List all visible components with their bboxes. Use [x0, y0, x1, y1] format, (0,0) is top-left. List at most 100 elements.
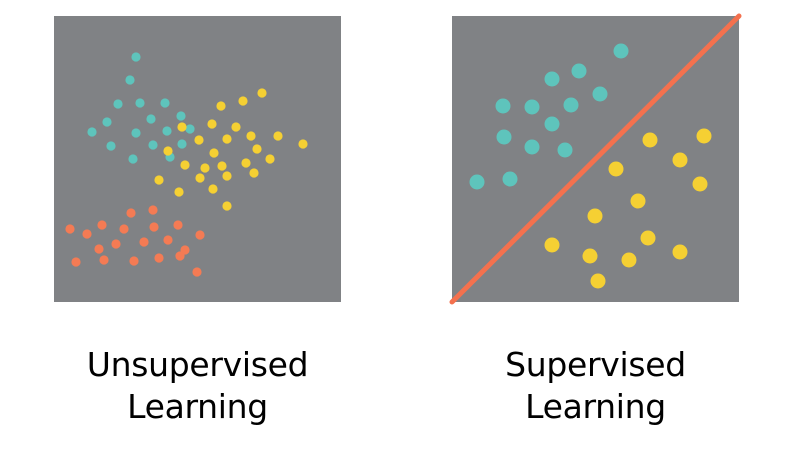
- data-point: [249, 168, 259, 178]
- data-point: [495, 98, 511, 114]
- data-point: [94, 244, 104, 254]
- caption-supervised-learning: Supervised Learning: [432, 344, 759, 428]
- data-point: [544, 71, 560, 87]
- data-point: [97, 220, 107, 230]
- data-point: [222, 171, 232, 181]
- data-point: [200, 163, 210, 173]
- data-point: [592, 86, 608, 102]
- data-point: [162, 126, 172, 136]
- cluster-teal-class: [469, 43, 629, 190]
- data-point: [128, 154, 138, 164]
- data-point: [146, 114, 156, 124]
- data-point: [231, 122, 241, 132]
- data-point: [173, 220, 183, 230]
- data-point: [106, 141, 116, 151]
- data-point: [582, 248, 598, 264]
- data-point: [590, 273, 606, 289]
- data-point: [557, 142, 573, 158]
- cluster-yellow-class: [544, 128, 712, 289]
- data-point: [469, 174, 485, 190]
- data-point: [640, 230, 656, 246]
- data-point: [87, 127, 97, 137]
- data-point: [502, 171, 518, 187]
- data-point: [177, 122, 187, 132]
- data-point: [148, 205, 158, 215]
- caption-unsupervised-learning: Unsupervised Learning: [34, 344, 361, 428]
- data-point: [180, 160, 190, 170]
- data-point: [209, 148, 219, 158]
- data-point: [692, 176, 708, 192]
- data-point: [571, 63, 587, 79]
- data-point: [195, 173, 205, 183]
- panel-supervised-learning: [449, 13, 742, 305]
- data-point: [238, 96, 248, 106]
- data-point: [207, 119, 217, 129]
- decision-boundary-line: [449, 13, 742, 305]
- data-point: [71, 257, 81, 267]
- data-point: [131, 128, 141, 138]
- data-point: [119, 224, 129, 234]
- data-point: [111, 239, 121, 249]
- data-point: [608, 161, 624, 177]
- data-point: [587, 208, 603, 224]
- data-point: [630, 193, 646, 209]
- data-point: [174, 187, 184, 197]
- data-point: [148, 140, 158, 150]
- caption-supervised-line-1: Supervised: [505, 345, 686, 384]
- data-point: [139, 237, 149, 247]
- data-point: [125, 75, 135, 85]
- data-point: [298, 139, 308, 149]
- data-point: [195, 230, 205, 240]
- data-point: [222, 134, 232, 144]
- data-point: [163, 235, 173, 245]
- cluster-teal-cluster: [87, 52, 195, 164]
- data-point: [222, 201, 232, 211]
- data-point: [216, 101, 226, 111]
- data-point: [265, 154, 275, 164]
- data-point: [160, 98, 170, 108]
- data-point: [246, 131, 256, 141]
- unsupervised-scatter-plot: [65, 52, 308, 277]
- data-point: [113, 99, 123, 109]
- cluster-yellow-cluster: [154, 88, 308, 211]
- data-point: [257, 88, 267, 98]
- data-point: [672, 152, 688, 168]
- data-point: [185, 124, 195, 134]
- data-point: [672, 244, 688, 260]
- supervised-scatter-plot: [449, 13, 742, 305]
- data-point: [524, 99, 540, 115]
- data-point: [129, 256, 139, 266]
- data-point: [621, 252, 637, 268]
- data-point: [102, 117, 112, 127]
- data-point: [135, 98, 145, 108]
- data-point: [496, 129, 512, 145]
- data-point: [149, 222, 159, 232]
- data-point: [176, 111, 186, 121]
- data-point: [544, 116, 560, 132]
- data-point: [154, 253, 164, 263]
- data-point: [563, 97, 579, 113]
- data-point: [208, 184, 218, 194]
- cluster-orange-cluster: [65, 205, 205, 277]
- data-point: [273, 131, 283, 141]
- data-point: [194, 135, 204, 145]
- data-point: [613, 43, 629, 59]
- data-point: [544, 237, 560, 253]
- data-point: [99, 255, 109, 265]
- data-point: [524, 139, 540, 155]
- panel-unsupervised-learning: [54, 16, 341, 302]
- data-point: [192, 267, 202, 277]
- data-point: [154, 175, 164, 185]
- data-point: [131, 52, 141, 62]
- caption-unsupervised-line-2: Learning: [127, 386, 268, 426]
- data-point: [163, 146, 173, 156]
- caption-unsupervised-line-1: Unsupervised: [86, 345, 309, 384]
- data-point: [696, 128, 712, 144]
- data-point: [65, 224, 75, 234]
- data-point: [217, 161, 227, 171]
- data-point: [126, 208, 136, 218]
- caption-supervised-line-2: Learning: [525, 386, 666, 426]
- data-point: [175, 251, 185, 261]
- data-point: [642, 132, 658, 148]
